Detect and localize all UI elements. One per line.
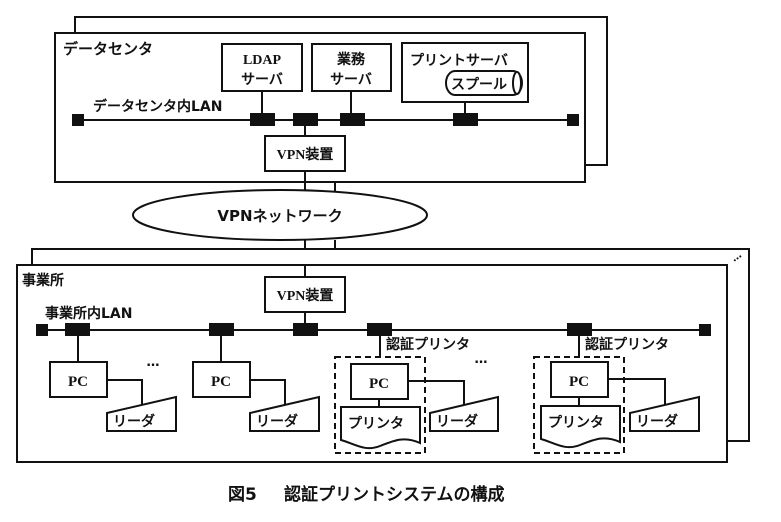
vpn-network-label: VPNネットワーク (217, 207, 342, 225)
lan-connector (567, 323, 592, 336)
pc-label: PC (211, 374, 231, 390)
pc-label: PC (369, 376, 389, 392)
spool-icon (445, 70, 523, 96)
datacenter-lan-label: データセンタ内LAN (93, 98, 222, 115)
auth-printer-boundary (334, 356, 426, 454)
lan-connector (367, 323, 392, 336)
business-server-label-1: 業務 (336, 51, 366, 68)
reader-label: リーダ (636, 413, 678, 430)
print-server-label: プリントサーバ (410, 53, 508, 69)
lan-terminator (567, 114, 579, 126)
pc-box (49, 361, 108, 398)
lan-connector (250, 113, 275, 126)
lan-terminator (36, 324, 48, 336)
office-vpn-label: VPN装置 (277, 287, 334, 304)
vpn-network-cloud: VPNネットワーク (132, 189, 428, 241)
lan-connector (209, 323, 234, 336)
pc-label: PC (68, 374, 88, 390)
lan-connector (293, 323, 318, 336)
office-title: 事業所 (22, 272, 64, 289)
pc-box (550, 361, 609, 398)
reader-icon (629, 395, 700, 432)
printer-label: プリンタ (348, 416, 404, 432)
reader-label: リーダ (113, 413, 155, 430)
pc-label: PC (569, 374, 589, 390)
auth-printer-group: 認証プリンタ PC プリンタ リーダ (533, 336, 700, 454)
pc-box (192, 361, 251, 398)
auth-printer-boundary (533, 356, 625, 454)
client-group: PC リーダ (192, 336, 320, 432)
printer-icon (540, 405, 621, 449)
reader-label: リーダ (436, 413, 478, 430)
printer-ellipsis: … (475, 352, 488, 367)
datacenter-vpn-device: VPN装置 (264, 135, 346, 172)
lan-connector (293, 113, 318, 126)
ldap-server-label-1: LDAP (243, 53, 282, 68)
lan-connector (340, 113, 365, 126)
auth-printer-label: 認証プリンタ (386, 336, 470, 353)
lan-connector (453, 113, 478, 126)
figure-caption: 認証プリントシステムの構成 (284, 484, 505, 505)
reader-icon (106, 395, 177, 432)
print-server: プリントサーバ スプール (401, 42, 529, 103)
reader-label: リーダ (256, 413, 298, 430)
reader-icon (429, 395, 499, 432)
lan-terminator (699, 324, 711, 336)
client-group: PC リーダ (49, 336, 177, 432)
network-ellipsis: … (315, 240, 326, 253)
ldap-server: LDAP サーバ (221, 43, 303, 92)
figure-number: 図5 (228, 485, 257, 505)
ldap-server-label-2: サーバ (241, 72, 283, 88)
datacenter-title: データセンタ (63, 40, 153, 58)
business-server-label-2: サーバ (330, 72, 372, 88)
spool-label: スプール (451, 77, 507, 93)
reader-icon (249, 395, 320, 432)
datacenter-vpn-label: VPN装置 (277, 146, 334, 163)
office-vpn-device: VPN装置 (264, 276, 346, 313)
lan-connector (65, 323, 90, 336)
auth-printer-label: 認証プリンタ (585, 336, 669, 353)
pc-box (350, 363, 409, 400)
printer-label: プリンタ (548, 415, 604, 431)
auth-printer-group: 認証プリンタ PC プリンタ リーダ (334, 336, 499, 454)
lan-terminator (72, 114, 84, 126)
client-ellipsis: … (147, 355, 160, 370)
business-server: 業務 サーバ (311, 43, 392, 92)
printer-icon (340, 406, 421, 450)
office-lan-label: 事業所内LAN (45, 305, 132, 322)
